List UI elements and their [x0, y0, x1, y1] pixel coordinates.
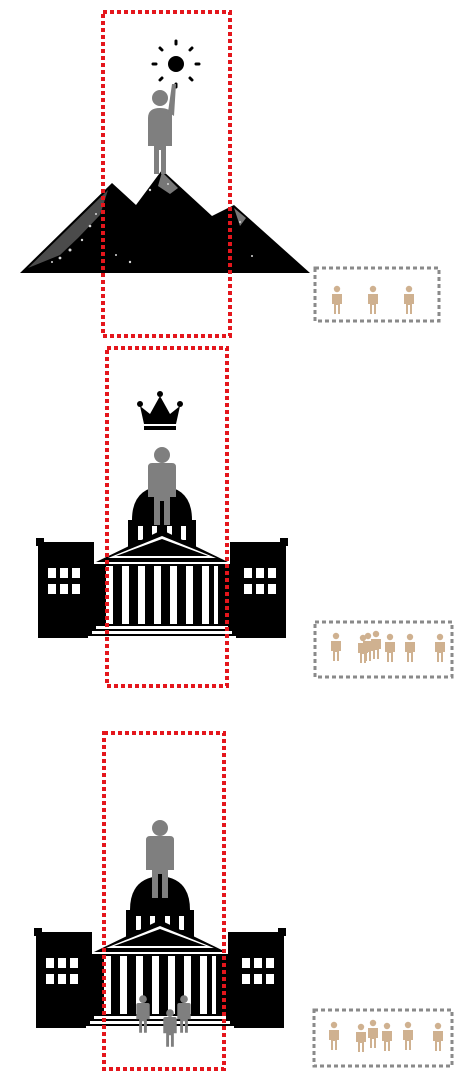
- highlight-box: [105, 346, 229, 688]
- crown-icon: [137, 391, 183, 430]
- panel-capitol-group: [34, 731, 454, 1071]
- mountain-illustration: [20, 170, 310, 273]
- highlight-box: [101, 10, 232, 338]
- capitol-building: [34, 868, 286, 1028]
- panel-mountain: [20, 10, 441, 338]
- crowd-box: [313, 620, 454, 679]
- person-icon: [148, 84, 176, 174]
- sun-icon: [151, 39, 201, 89]
- capitol-building: [36, 478, 288, 638]
- highlight-box: [102, 731, 226, 1071]
- crowd-box: [313, 266, 441, 323]
- panel-capitol-crown: [36, 346, 454, 688]
- crowd-box: [312, 1008, 454, 1068]
